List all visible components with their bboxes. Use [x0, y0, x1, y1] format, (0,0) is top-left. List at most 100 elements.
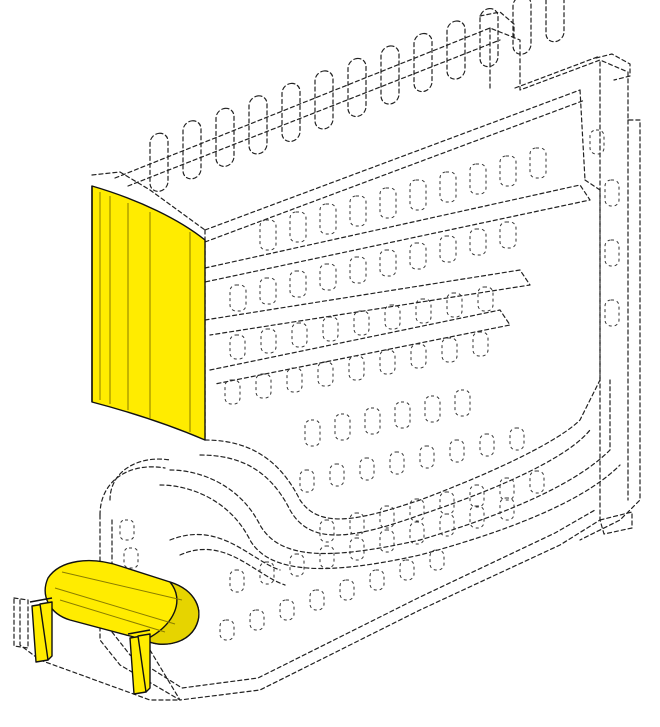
window-cutout [379, 187, 397, 219]
window-cutout [439, 171, 457, 203]
window-cutout [289, 211, 307, 243]
window-cutout [260, 328, 277, 354]
window-cutout [469, 228, 487, 256]
rear-panel [114, 11, 641, 541]
window-cutout [309, 589, 325, 611]
window-cutout [349, 512, 365, 536]
top-slot [479, 7, 499, 68]
window-cutout [469, 505, 485, 529]
window-cutout [449, 439, 465, 463]
window-cutout [334, 413, 351, 441]
window-cutout [329, 463, 345, 487]
window-cutout [509, 427, 525, 451]
window-cutout [289, 270, 307, 298]
top-slot [347, 57, 367, 118]
window-cutout [289, 553, 305, 577]
side-slot [123, 547, 139, 569]
window-cutout [384, 304, 401, 330]
window-cutout [410, 343, 427, 369]
window-cutout [379, 505, 395, 529]
window-cutout [319, 519, 335, 543]
window-cutout [259, 277, 277, 305]
window-cutout [349, 195, 367, 227]
window-cutout [604, 239, 620, 267]
window-cutout [322, 316, 339, 342]
window-cutout [424, 395, 441, 423]
window-cutout [224, 379, 241, 405]
window-cutout [441, 337, 458, 363]
window-cutout [499, 477, 515, 501]
window-cutout [604, 179, 620, 207]
window-cutout [249, 609, 265, 631]
window-cutout [317, 361, 334, 387]
window-cutout [415, 298, 432, 324]
window-cutout [304, 419, 321, 447]
window-cutout [394, 401, 411, 429]
window-cutout [429, 549, 445, 571]
window-cutouts [119, 129, 620, 653]
window-cutout [364, 407, 381, 435]
window-cutout [439, 491, 455, 515]
top-slot [182, 120, 202, 180]
window-cutout [379, 529, 395, 553]
top-slot [248, 95, 268, 155]
cover-plate [91, 171, 206, 441]
window-cutout [348, 355, 365, 381]
window-cutout [379, 249, 397, 277]
window-cutout [499, 497, 515, 521]
window-cutout [339, 579, 355, 601]
window-cutout [349, 256, 367, 284]
window-cutout [409, 179, 427, 211]
window-cutout [299, 469, 315, 493]
window-cutout [291, 322, 308, 348]
window-cutout [369, 569, 385, 591]
top-slots [149, 0, 565, 192]
window-cutout [286, 367, 303, 393]
window-cutout [229, 284, 247, 312]
window-cutout [439, 513, 455, 537]
top-slot [545, 0, 565, 43]
window-cutout [439, 235, 457, 263]
window-cutout [409, 521, 425, 545]
window-cutout [389, 451, 405, 475]
window-cutout [469, 163, 487, 195]
window-cutout [529, 147, 547, 179]
top-slot [149, 132, 169, 192]
window-cutout [446, 292, 463, 318]
window-cutout [472, 331, 489, 357]
side-slot [119, 519, 135, 541]
window-cutout [229, 569, 245, 593]
window-cutout [604, 299, 620, 327]
top-slot [314, 70, 334, 130]
window-cutout [319, 263, 337, 291]
window-cutout [409, 242, 427, 270]
window-cutout [279, 599, 295, 621]
window-cutout [259, 219, 277, 251]
window-cutout [477, 286, 494, 312]
top-slot [281, 82, 301, 143]
top-slot [446, 20, 466, 80]
window-cutout [529, 470, 545, 494]
window-cutout [499, 155, 517, 187]
window-cutout [259, 561, 275, 585]
window-cutout [379, 349, 396, 375]
top-slot [215, 107, 235, 168]
window-cutout [229, 334, 246, 360]
window-cutout [589, 129, 605, 155]
top-slot [413, 32, 433, 93]
window-cutout [469, 484, 485, 508]
drum-mount [29, 560, 200, 695]
window-cutout [349, 537, 365, 561]
top-slot [380, 45, 400, 105]
window-cutout [255, 373, 272, 399]
window-cutout [359, 457, 375, 481]
window-cutout [499, 221, 517, 249]
window-cutout [454, 389, 471, 417]
top-slot [512, 0, 532, 55]
window-cutout [319, 203, 337, 235]
window-cutout [353, 310, 370, 336]
window-cutout [319, 545, 335, 569]
window-cutout [409, 498, 425, 522]
